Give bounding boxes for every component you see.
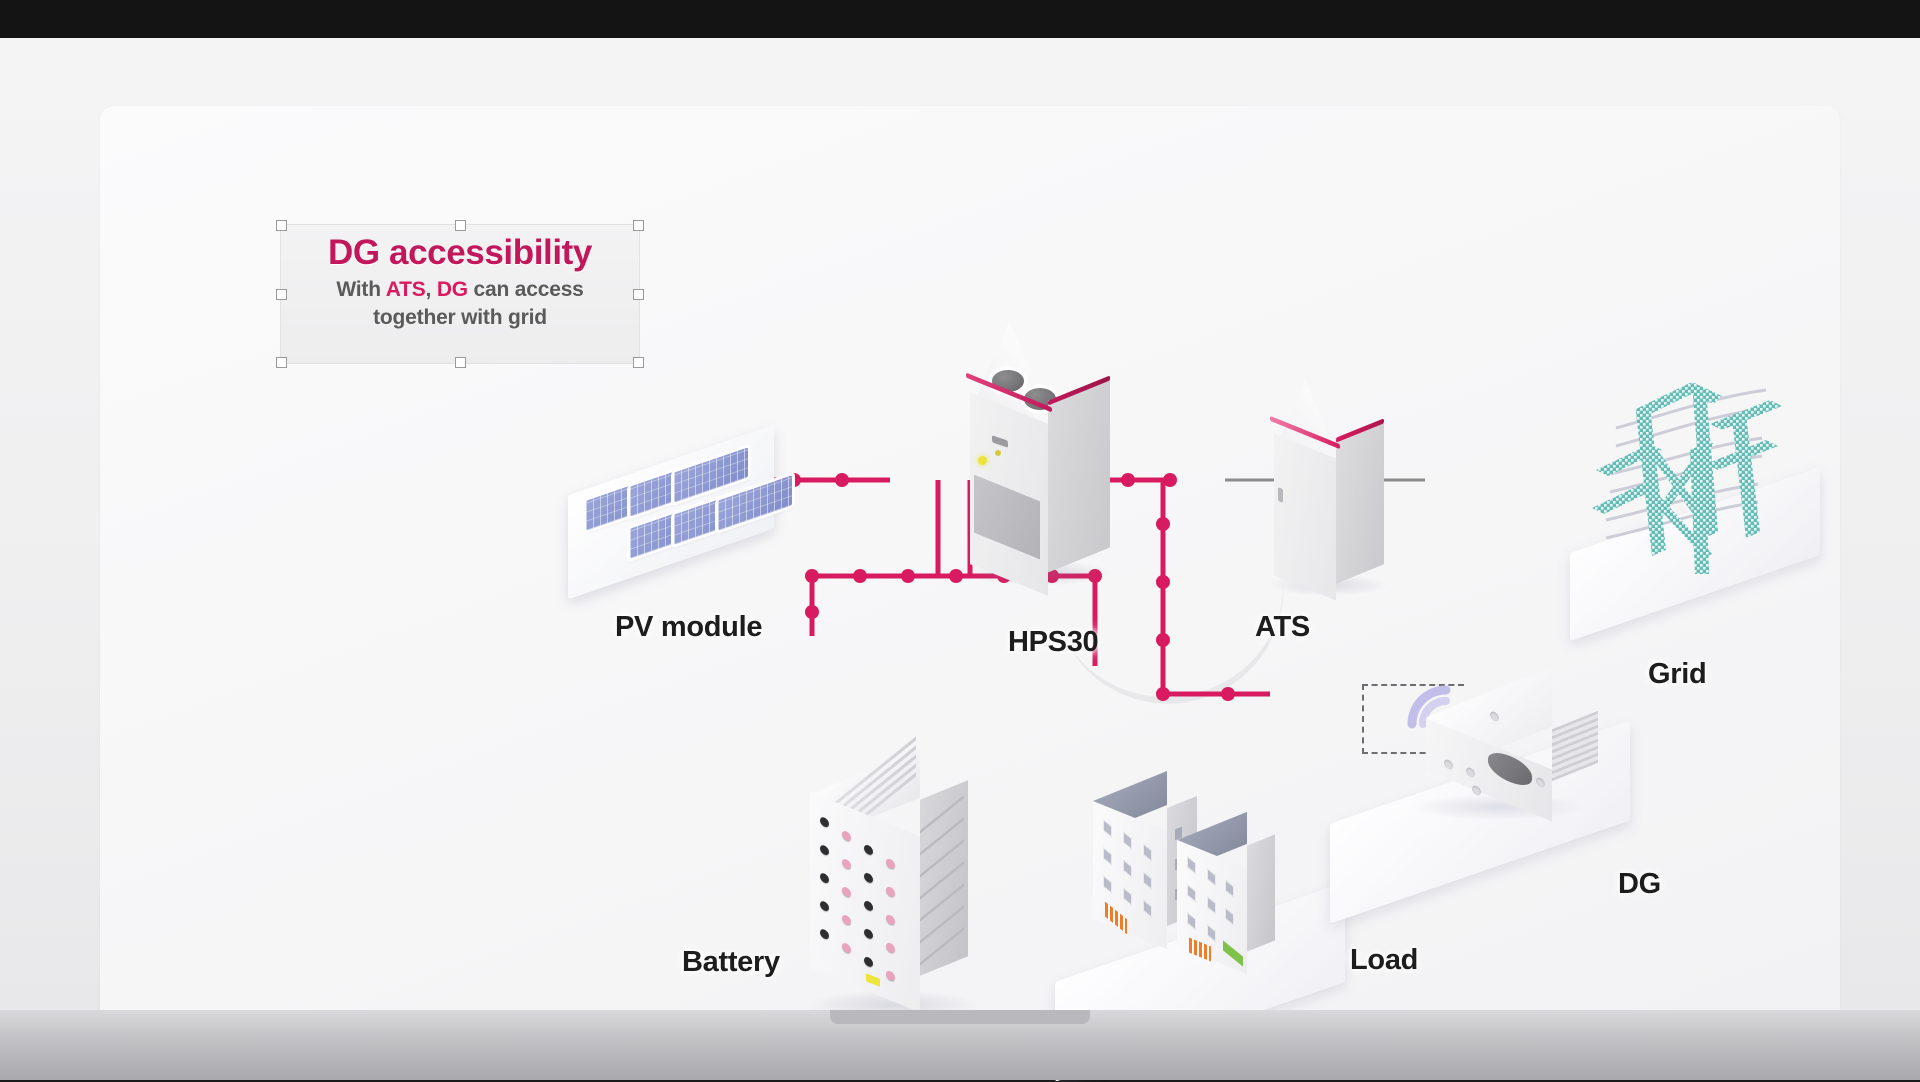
- resize-handle-bottom-right[interactable]: [633, 357, 644, 368]
- battery-terminal: [886, 969, 895, 983]
- pv-module-icon[interactable]: [568, 424, 818, 600]
- battery-side-fin: [920, 905, 964, 944]
- battery-terminal: [842, 913, 851, 927]
- battery-terminal: [842, 857, 851, 871]
- callout-title: DG accessibility: [327, 233, 592, 272]
- battery-terminal: [886, 857, 895, 871]
- battery-terminal: [820, 815, 829, 829]
- battery-terminal: [864, 871, 873, 885]
- building-window: [1123, 831, 1132, 850]
- building-window: [1207, 868, 1216, 887]
- laptop-hinge-notch: [830, 1010, 1090, 1024]
- building-window: [1143, 843, 1152, 862]
- load-buildings-icon[interactable]: [1055, 771, 1345, 1082]
- hps30-cabinet-icon[interactable]: [962, 321, 1132, 614]
- battery-terminal: [842, 941, 851, 955]
- battery-side-fin: [920, 795, 964, 834]
- callout-highlight-ats: ATS: [385, 278, 426, 301]
- battery-terminal: [820, 871, 829, 885]
- callout-subtitle-line-1: With ATS, DG can access: [281, 278, 639, 302]
- dg-selection-dashed-box: [1362, 684, 1464, 754]
- label-load: Load: [1350, 944, 1419, 976]
- battery-terminal: [886, 913, 895, 927]
- resize-handle-bottom-center[interactable]: [455, 357, 466, 368]
- building-front-face: [1093, 801, 1167, 949]
- battery-terminal: [886, 885, 895, 899]
- callout-textbox[interactable]: DG accessibility With ATS, DG can access…: [276, 220, 644, 368]
- resize-handle-top-right[interactable]: [633, 220, 644, 231]
- grid-pylon-icon[interactable]: [1570, 354, 1820, 642]
- callout-highlight-dg: DG: [436, 278, 468, 301]
- battery-terminal: [886, 941, 895, 955]
- building-window: [1123, 887, 1132, 906]
- battery-terminal: [864, 955, 873, 969]
- battery-terminal: [842, 885, 851, 899]
- battery-side-fin: [920, 839, 964, 878]
- building-window: [1143, 899, 1152, 918]
- laptop-screen: DG accessibility With ATS, DG can access…: [0, 38, 1920, 1082]
- battery-side-fin: [920, 927, 964, 966]
- label-grid: Grid: [1648, 658, 1707, 690]
- ats-side-face: [1336, 422, 1384, 584]
- building-window: [1225, 879, 1234, 898]
- building-window: [1187, 884, 1196, 903]
- building-window: [1207, 924, 1216, 943]
- battery-terminal: [820, 843, 829, 857]
- label-ats: ATS: [1255, 611, 1310, 643]
- label-hps30: HPS30: [1008, 626, 1099, 658]
- label-pv-module: PV module: [615, 611, 763, 643]
- building-window: [1103, 819, 1112, 838]
- building-window: [1187, 912, 1196, 931]
- ats-cabinet-icon[interactable]: [1268, 379, 1398, 626]
- battery-side-fin: [920, 883, 964, 922]
- callout-subtitle-line-2: together with grid: [373, 306, 547, 329]
- battery-terminal: [864, 899, 873, 913]
- building-window: [1207, 896, 1216, 915]
- battery-terminal: [820, 899, 829, 913]
- ats-front-face: [1274, 433, 1336, 601]
- callout-text-comma: ,: [425, 278, 437, 301]
- battery-terminal: [820, 927, 829, 941]
- building-window: [1225, 907, 1234, 926]
- resize-handle-top-left[interactable]: [276, 220, 287, 231]
- callout-text-with: With: [336, 278, 386, 301]
- building-window: [1187, 856, 1196, 875]
- battery-side-face: [920, 780, 968, 976]
- callout-text-can-access: can access: [467, 278, 584, 301]
- hps30-status-led: [978, 456, 987, 465]
- label-dg: DG: [1618, 868, 1661, 900]
- grid-tower-lattice: [1592, 382, 1782, 574]
- resize-handle-top-center[interactable]: [455, 220, 466, 231]
- ats-door-latch: [1278, 486, 1283, 504]
- battery-side-fin: [920, 817, 964, 856]
- resize-handle-bottom-left[interactable]: [276, 357, 287, 368]
- building-window: [1103, 847, 1112, 866]
- building-window: [1103, 875, 1112, 894]
- building-side-face: [1247, 834, 1275, 952]
- building-entrance-door: [1105, 901, 1127, 935]
- dg-generator-icon[interactable]: [1330, 666, 1630, 924]
- label-battery: Battery: [682, 946, 780, 978]
- battery-front-face: [810, 791, 920, 1013]
- hps30-secondary-led: [995, 450, 1001, 456]
- building-entrance-door: [1223, 940, 1243, 967]
- battery-terminal: [842, 829, 851, 843]
- battery-terminal: [864, 927, 873, 941]
- building-window: [1143, 871, 1152, 890]
- battery-side-fin: [920, 861, 964, 900]
- building-window: [1123, 859, 1132, 878]
- resize-handle-middle-left[interactable]: [276, 289, 287, 300]
- hps30-side-face: [1048, 375, 1110, 573]
- battery-terminal: [864, 843, 873, 857]
- resize-handle-middle-right[interactable]: [633, 289, 644, 300]
- slide-panel: DG accessibility With ATS, DG can access…: [100, 106, 1840, 1082]
